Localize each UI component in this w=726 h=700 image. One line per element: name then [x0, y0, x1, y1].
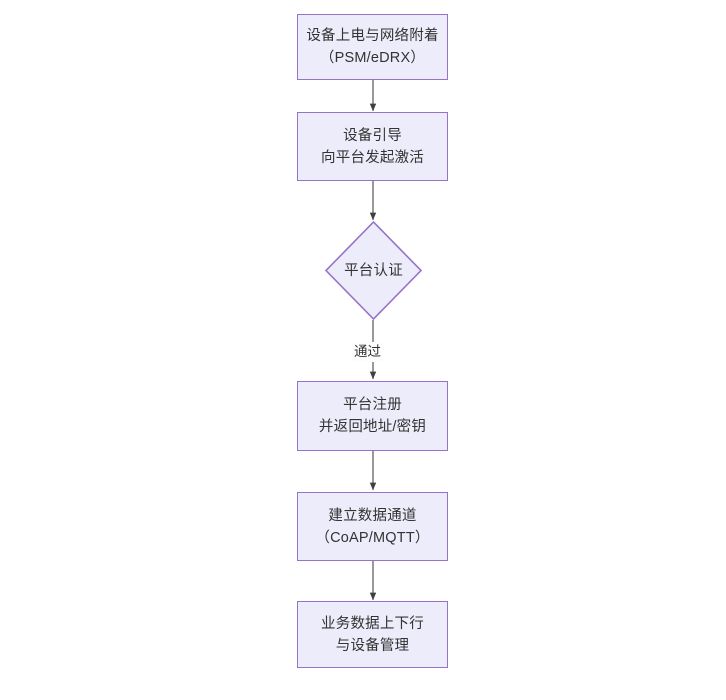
node-power-on-line-2: （PSM/eDRX） [319, 50, 426, 66]
node-business-data-line-2: 与设备管理 [335, 637, 410, 654]
node-power-on[interactable]: 设备上电与网络附着 （PSM/eDRX） [297, 14, 448, 80]
node-bootstrap-line-1: 设备引导 [343, 127, 402, 144]
node-bootstrap-line-2: 向平台发起激活 [321, 149, 424, 166]
node-platform-register-line-2: 并返回地址/密钥 [318, 419, 427, 435]
node-data-channel-line-2: （CoAP/MQTT） [315, 529, 430, 546]
node-data-channel-line-1: 建立数据通道 [328, 507, 417, 524]
node-platform-auth[interactable]: 平台认证 [325, 221, 422, 320]
node-data-channel[interactable]: 建立数据通道 （CoAP/MQTT） [297, 492, 448, 561]
node-platform-register-line-1: 平台注册 [343, 397, 402, 413]
diamond-shape-icon [325, 221, 422, 320]
node-business-data-line-1: 业务数据上下行 [321, 615, 424, 632]
node-bootstrap[interactable]: 设备引导 向平台发起激活 [297, 112, 448, 181]
node-platform-register[interactable]: 平台注册 并返回地址/密钥 [297, 381, 448, 451]
node-business-data[interactable]: 业务数据上下行 与设备管理 [297, 601, 448, 668]
node-platform-auth-line-1: 平台认证 [344, 262, 403, 279]
edge-label-pass: 通过 [352, 342, 383, 362]
node-power-on-line-1: 设备上电与网络附着 [306, 28, 439, 44]
